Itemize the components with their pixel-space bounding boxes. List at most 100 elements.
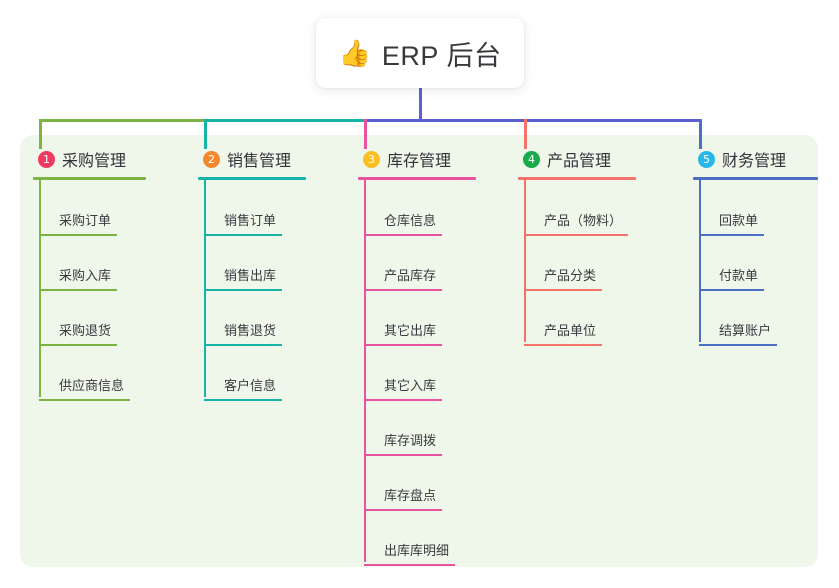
leaf-item-label: 销售退货 <box>224 323 277 338</box>
leaf-item[interactable]: 结算账户 <box>699 291 777 346</box>
root-node-card[interactable]: 👍 ERP 后台 <box>316 18 524 88</box>
column-header-5[interactable]: 5 财务管理 <box>680 146 786 172</box>
leaf-item[interactable]: 采购退货 <box>39 291 117 346</box>
column-badge-3: 3 <box>363 150 380 168</box>
column-stem-line-5 <box>699 177 701 342</box>
leaf-item-label: 采购入库 <box>59 268 112 283</box>
bus-segment-3 <box>364 119 701 122</box>
leaf-item-rule <box>699 344 777 346</box>
column-title-5: 财务管理 <box>722 153 787 170</box>
column-drop-line-5 <box>699 119 702 149</box>
leaf-item-rule <box>39 399 130 401</box>
leaf-item-label: 其它出库 <box>384 323 437 338</box>
leaf-item[interactable]: 其它入库 <box>364 346 442 401</box>
leaf-item-label: 产品库存 <box>384 268 437 283</box>
column-header-rule-3 <box>358 177 476 180</box>
leaf-item-label: 销售出库 <box>224 268 277 283</box>
column-title-1: 采购管理 <box>62 153 127 170</box>
column-badge-5: 5 <box>698 150 715 168</box>
leaf-item-rule <box>364 564 455 566</box>
column-title-2: 销售管理 <box>227 153 292 170</box>
leaf-item[interactable]: 销售出库 <box>204 236 282 291</box>
leaf-item[interactable]: 库存盘点 <box>364 456 442 511</box>
column-title-4: 产品管理 <box>547 153 612 170</box>
column-drop-line-3 <box>364 119 367 149</box>
leaf-item-rule <box>364 234 442 236</box>
leaf-item[interactable]: 库存调拨 <box>364 401 442 456</box>
leaf-item[interactable]: 销售订单 <box>204 181 282 236</box>
leaf-item[interactable]: 产品分类 <box>524 236 602 291</box>
leaf-item[interactable]: 产品库存 <box>364 236 442 291</box>
leaf-item[interactable]: 销售退货 <box>204 291 282 346</box>
leaf-item[interactable]: 采购订单 <box>39 181 117 236</box>
branch-column-2: 2 销售管理销售订单销售出库销售退货客户信息 <box>185 146 306 401</box>
leaf-item-rule <box>204 399 282 401</box>
leaf-item[interactable]: 付款单 <box>699 236 764 291</box>
leaf-item-rule <box>204 234 282 236</box>
leaf-item[interactable]: 回款单 <box>699 181 764 236</box>
leaf-item-label: 客户信息 <box>224 378 277 393</box>
leaf-item-label: 仓库信息 <box>384 213 437 228</box>
leaf-item-label: 采购订单 <box>59 213 112 228</box>
column-header-rule-5 <box>693 177 818 180</box>
leaf-item-rule <box>204 289 282 291</box>
thumbs-up-icon: 👍 <box>338 38 371 68</box>
leaf-item-rule <box>524 289 602 291</box>
leaf-item-rule <box>364 399 442 401</box>
column-stem-line-3 <box>364 177 366 562</box>
leaf-item-rule <box>524 344 602 346</box>
leaf-item-rule <box>699 234 764 236</box>
leaf-item[interactable]: 客户信息 <box>204 346 282 401</box>
leaf-item-label: 库存调拨 <box>384 433 437 448</box>
leaf-item-label: 产品（物料） <box>544 213 623 228</box>
leaf-item-rule <box>39 289 117 291</box>
leaf-item-rule <box>39 344 117 346</box>
bus-segment-2 <box>204 119 364 122</box>
leaf-item-label: 结算账户 <box>719 323 772 338</box>
bus-segment-1 <box>39 119 204 122</box>
leaf-item-rule <box>364 289 442 291</box>
leaf-item-label: 采购退货 <box>59 323 112 338</box>
column-header-rule-1 <box>33 177 146 180</box>
leaf-item[interactable]: 产品（物料） <box>524 181 628 236</box>
root-node-title: ERP 后台 <box>381 40 502 71</box>
column-badge-2: 2 <box>203 150 220 168</box>
leaf-item[interactable]: 出库库明细 <box>364 511 455 566</box>
leaf-item[interactable]: 供应商信息 <box>39 346 130 401</box>
column-drop-line-4 <box>524 119 527 149</box>
leaf-item-label: 付款单 <box>719 268 759 283</box>
leaf-item-rule <box>204 344 282 346</box>
leaf-item-label: 销售订单 <box>224 213 277 228</box>
leaf-item[interactable]: 产品单位 <box>524 291 602 346</box>
root-node-content: 👍 ERP 后台 <box>339 34 502 73</box>
leaf-item[interactable]: 采购入库 <box>39 236 117 291</box>
column-header-2[interactable]: 2 销售管理 <box>185 146 291 172</box>
root-trunk-line <box>419 88 422 122</box>
leaf-item-rule <box>524 234 628 236</box>
column-drop-line-2 <box>204 119 207 149</box>
column-stem-line-2 <box>204 177 206 397</box>
column-stem-line-1 <box>39 177 41 397</box>
leaf-item-rule <box>364 509 442 511</box>
leaf-item-rule <box>699 289 764 291</box>
leaf-item-rule <box>39 234 117 236</box>
leaf-item-label: 回款单 <box>719 213 759 228</box>
column-drop-line-1 <box>39 119 42 149</box>
leaf-item-label: 供应商信息 <box>59 378 125 393</box>
branch-column-5: 5 财务管理回款单付款单结算账户 <box>680 146 818 346</box>
column-header-rule-4 <box>518 177 636 180</box>
leaf-item-label: 出库库明细 <box>384 543 450 558</box>
leaf-item-label: 产品单位 <box>544 323 597 338</box>
leaf-item[interactable]: 其它出库 <box>364 291 442 346</box>
leaf-item[interactable]: 仓库信息 <box>364 181 442 236</box>
leaf-item-rule <box>364 344 442 346</box>
branches-panel <box>20 135 818 567</box>
leaf-item-label: 产品分类 <box>544 268 597 283</box>
